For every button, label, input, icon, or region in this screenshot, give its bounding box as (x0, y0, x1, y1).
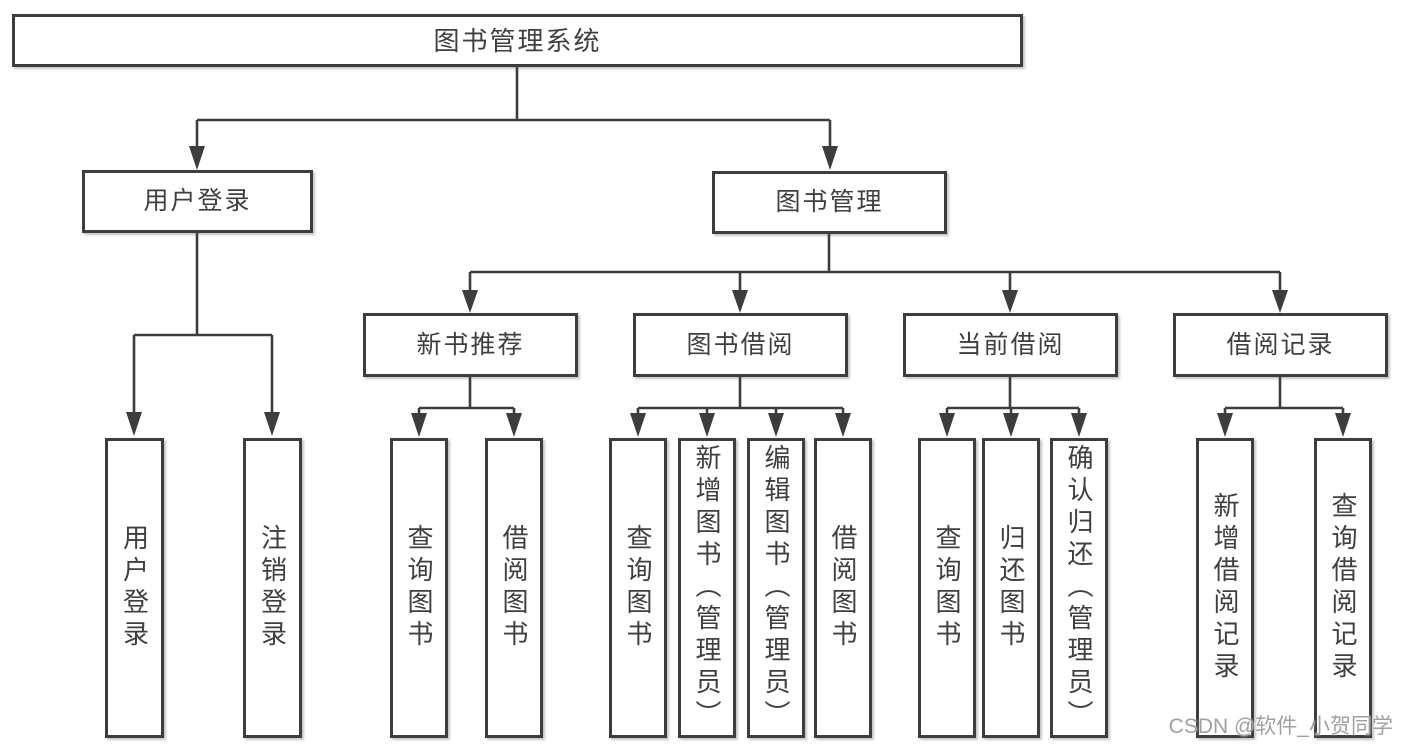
node-current-borrowing: 当前借阅 (903, 313, 1118, 377)
leaf-add-book-admin: 新增图书（管理员） (678, 438, 736, 738)
leaf-query-borrow-record: 查询借阅记录 (1314, 438, 1372, 738)
connector-root-to-level2 (189, 67, 838, 170)
node-user-login: 用户登录 (82, 170, 313, 233)
leaf-query-books-rec: 查询图书 (390, 438, 448, 738)
leaf-add-borrow-record: 新增借阅记录 (1196, 438, 1254, 738)
node-book-management: 图书管理 (712, 171, 947, 234)
node-new-book-recommendation-label: 新书推荐 (416, 330, 525, 359)
leaf-query-books-borrow: 查询图书 (609, 438, 667, 738)
node-borrowing-records: 借阅记录 (1173, 313, 1388, 377)
connector-book-borrow-to-leaves (630, 377, 851, 437)
connector-borrow-records-to-leaves (1217, 377, 1351, 437)
node-book-borrowing: 图书借阅 (633, 313, 848, 377)
leaf-query-books-current: 查询图书 (918, 438, 976, 738)
connector-book-mgmt-to-level3 (462, 234, 1288, 313)
node-borrowing-records-label: 借阅记录 (1226, 330, 1335, 359)
connector-current-borrow-to-leaves (939, 377, 1087, 437)
node-book-management-label: 图书管理 (775, 188, 884, 216)
leaf-return-book: 归还图书 (982, 438, 1040, 738)
node-current-borrowing-label: 当前借阅 (956, 330, 1065, 359)
node-book-borrowing-label: 图书借阅 (686, 330, 795, 359)
leaf-logout: 注销登录 (243, 438, 302, 738)
node-library-system-label: 图书管理系统 (433, 25, 602, 56)
node-new-book-recommendation: 新书推荐 (363, 313, 578, 377)
csdn-watermark: CSDN @软件_小贺同学 (1168, 715, 1393, 738)
node-library-system: 图书管理系统 (12, 14, 1023, 67)
leaf-user-login: 用户登录 (105, 438, 164, 738)
leaf-borrow-books-rec: 借阅图书 (485, 438, 543, 738)
leaf-edit-book-admin: 编辑图书（管理员） (747, 438, 805, 738)
connector-user-login-to-leaves (126, 233, 280, 436)
leaf-confirm-return-admin: 确认归还（管理员） (1050, 438, 1108, 738)
node-user-login-label: 用户登录 (143, 187, 252, 215)
leaf-borrow-books-borrow: 借阅图书 (814, 438, 872, 738)
connector-new-book-rec-to-leaves (411, 377, 522, 437)
